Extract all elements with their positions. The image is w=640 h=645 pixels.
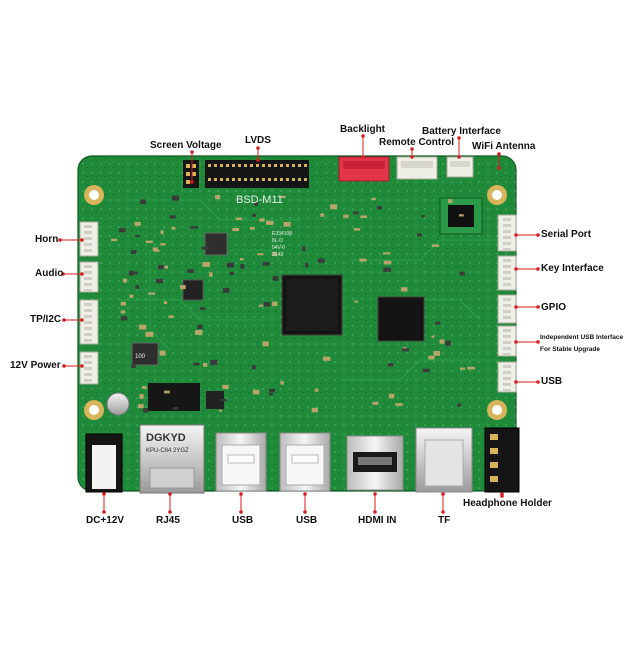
label-dc12v: DC+12V xyxy=(86,515,125,526)
label-wifi-antenna: WiFi Antenna xyxy=(472,141,536,152)
rj45-part-text: KPU-C84 2YGZ xyxy=(146,448,189,454)
label-lvds: LVDS xyxy=(245,135,271,146)
screen-voltage-jumper xyxy=(183,160,199,188)
label-serial-port: Serial Port xyxy=(541,229,592,240)
label-12v-power: 12V Power xyxy=(10,360,61,371)
mounting-hole-br xyxy=(487,400,507,420)
mounting-hole-tl xyxy=(84,185,104,205)
audio-chip xyxy=(182,279,204,301)
secondary-chip xyxy=(377,296,425,342)
leader-lines xyxy=(58,134,540,514)
label-usb-bottom-2: USB xyxy=(296,515,318,526)
smd-components xyxy=(111,195,476,413)
left-connectors xyxy=(79,221,99,385)
label-tf: TF xyxy=(438,515,451,526)
label-battery-interface: Battery Interface xyxy=(422,126,501,137)
label-usb-bottom-1: USB xyxy=(232,515,254,526)
main-soc-chip xyxy=(281,274,343,336)
remote-control-connector xyxy=(396,156,438,180)
label-headphone-holder: Headphone Holder xyxy=(463,498,552,509)
rj45-brand-text: DGKYD xyxy=(146,432,186,444)
usb-jack-1 xyxy=(215,432,267,492)
label-remote-control: Remote Control xyxy=(379,137,454,148)
label-screen-voltage: Screen Voltage xyxy=(150,140,222,151)
silk-mark-4: 2143 xyxy=(272,252,283,258)
headphone-jack xyxy=(484,427,520,493)
tf-slot xyxy=(415,427,473,493)
hdmi-jack xyxy=(346,435,404,491)
right-connector-3 xyxy=(497,294,517,324)
usb-jack-2 xyxy=(279,432,331,492)
silk-mark-5: 100 xyxy=(135,354,146,360)
battery-connector xyxy=(446,156,474,178)
silk-mark-2: 8L-D xyxy=(272,238,283,244)
label-horn: Horn xyxy=(35,234,59,245)
label-key-interface: Key Interface xyxy=(541,263,604,274)
mounting-hole-bl xyxy=(84,400,104,420)
silk-mark-1: E334108 xyxy=(272,231,292,237)
inductor xyxy=(204,232,228,256)
label-rj45: RJ45 xyxy=(156,515,180,526)
board-model-silk: BSD-M11 xyxy=(236,194,283,206)
label-gpio: GPIO xyxy=(541,302,567,313)
label-audio: Audio xyxy=(35,268,64,279)
label-backlight: Backlight xyxy=(340,124,386,135)
electrolytic-capacitor xyxy=(106,392,130,416)
label-stable-upgrade: For Stable Upgrade xyxy=(540,346,600,353)
dc-jack xyxy=(85,433,123,493)
power-inductor xyxy=(131,342,159,366)
rj45-jack xyxy=(139,424,205,494)
label-hdmi-in: HDMI IN xyxy=(358,515,397,526)
cap-row xyxy=(148,383,224,411)
right-connectors xyxy=(497,214,517,393)
lvds-header xyxy=(205,160,309,188)
label-independent-usb: Independent USB Interface xyxy=(540,334,624,341)
mounting-hole-tr xyxy=(487,185,507,205)
label-tp-i2c: TP/I2C xyxy=(30,314,62,325)
label-usb-right: USB xyxy=(541,376,563,387)
backlight-connector xyxy=(338,156,390,182)
silk-mark-3: 94V-0 xyxy=(272,245,285,251)
